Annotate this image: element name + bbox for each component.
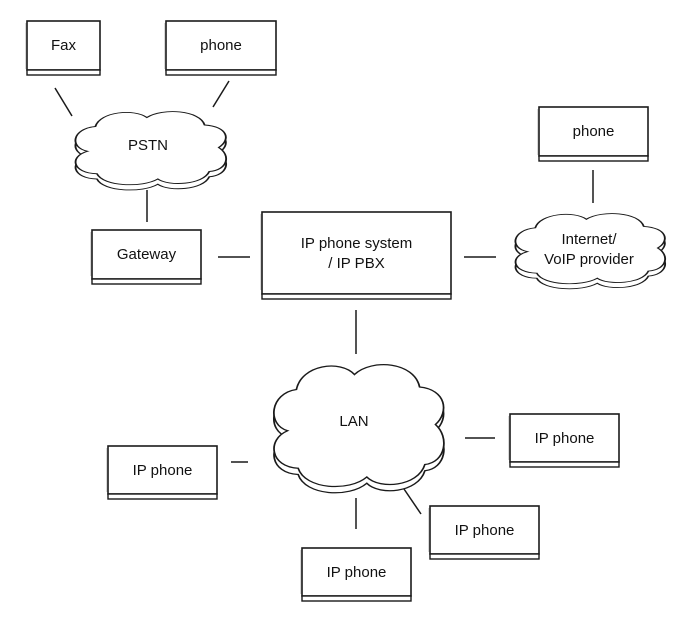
device-gateway[interactable]: Gateway	[90, 229, 202, 285]
device-phone-pstn-label: phone	[200, 37, 242, 54]
cloud-lan[interactable]: LAN	[274, 365, 444, 493]
device-phone-pstn[interactable]: phone	[164, 20, 277, 76]
connector-fax-pstn	[54, 87, 73, 117]
cloud-pstn[interactable]: PSTN	[75, 112, 226, 190]
device-fax[interactable]: Fax	[25, 20, 101, 76]
device-ip-phone-bottom-right[interactable]: IP phone	[428, 505, 540, 560]
device-phone-internet-label: phone	[573, 123, 615, 140]
device-ip-phone-bottom[interactable]: IP phone	[300, 547, 412, 602]
connector-lan-ipphone-bottom-right	[403, 488, 422, 515]
cloud-internet[interactable]: Internet/ VoIP provider	[515, 214, 665, 289]
connectors	[54, 80, 594, 529]
device-phone-internet[interactable]: phone	[537, 106, 649, 162]
cloud-pstn-label: PSTN	[128, 137, 168, 154]
device-ip-phone-left-label: IP phone	[133, 462, 193, 479]
device-ip-phone-right[interactable]: IP phone	[508, 413, 620, 468]
device-gateway-label: Gateway	[117, 246, 177, 263]
device-ip-pbx-label-line1: IP phone system	[301, 235, 412, 252]
device-ip-phone-left[interactable]: IP phone	[106, 445, 218, 500]
device-ip-pbx-label-line2: / IP PBX	[328, 255, 384, 272]
cloud-lan-label: LAN	[339, 413, 368, 430]
cloud-internet-label-line1: Internet/	[561, 231, 617, 248]
device-ip-phone-right-label: IP phone	[535, 430, 595, 447]
cloud-internet-label-line2: VoIP provider	[544, 251, 634, 268]
device-fax-label: Fax	[51, 37, 77, 54]
device-ip-phone-bottom-label: IP phone	[327, 564, 387, 581]
device-ip-pbx[interactable]: IP phone system / IP PBX	[260, 211, 452, 300]
device-ip-phone-bottom-right-label: IP phone	[455, 522, 515, 539]
connector-phone-pstn	[212, 80, 230, 108]
